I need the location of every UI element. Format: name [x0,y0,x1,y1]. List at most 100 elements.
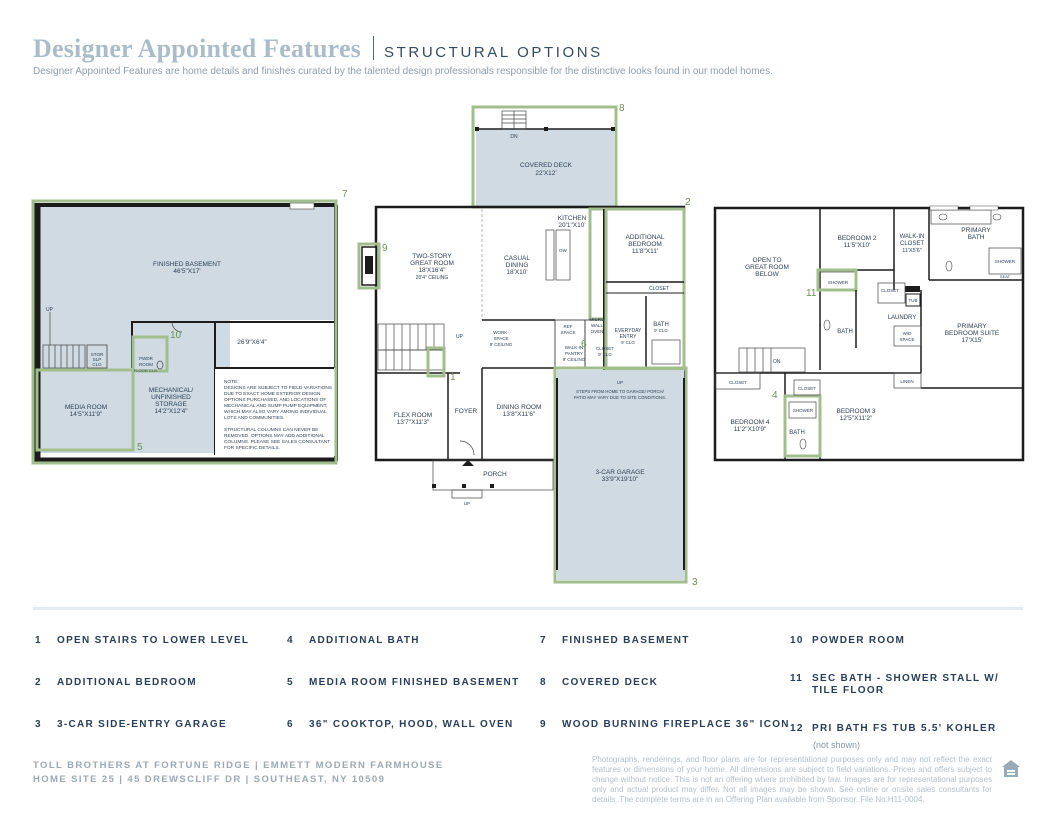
basement-window-icon [289,202,315,210]
wic-dim: 11'X5'6" [902,248,922,254]
highlight-finished-basement [31,199,338,465]
floor-plans: FINISHED BASEMENT 46'5"X17' 26'9"X6'4" M… [31,103,1025,588]
dw-label: DW [559,248,567,253]
flex-room-dim: 13'7"X11'3" [397,419,430,426]
wd-label-2: SPACE [900,337,915,342]
porch-post [432,484,436,488]
legend-num: 10 [790,635,804,646]
footer-community: TOLL BROTHERS AT FORTUNE RIDGE | EMMETT … [33,760,444,771]
tub-label: TUB [909,298,918,303]
garage-dim: 33'9"X19'10" [602,476,639,483]
fireplace-firebox [365,256,373,274]
second-floor-plan: OPEN TO GREAT ROOM BELOW BEDROOM 2 11'5"… [713,205,1025,462]
flex-room-label: FLEX ROOM [394,412,432,419]
page-subtitle: STRUCTURAL OPTIONS [384,44,603,61]
laundry-label: LAUNDRY [888,315,917,321]
legend-num: 6 [287,719,294,730]
note-line: FOR SPECIFIC DETAILS. [224,445,280,451]
kitchen-counter [555,229,571,281]
stor-label-2: SLP [93,357,102,362]
highlight-media-room [35,368,135,452]
covered-deck-fill [476,129,614,207]
bedroom2-dim: 11'5"X10' [844,242,871,249]
primary-bath-label-1: PRIMARY [961,227,991,234]
entry-arrow-icon [462,460,474,466]
legend-note: (not shown) [813,740,861,750]
note-line: NOTE: [224,379,239,385]
powder-toilet-icon [156,360,164,370]
marker-5: 5 [137,442,143,453]
legend-label: ADDITIONAL BEDROOM [57,677,197,688]
open-to-label-2: GREAT ROOM [745,264,789,271]
basement-note-area [215,368,335,456]
legend-label: COVERED DECK [562,677,659,688]
pantry-ceiling: 9' CEILING [563,357,586,362]
note-line: STRUCTURAL COLUMNS CAN NEVER BE [224,427,318,433]
great-room-ceiling: 20'4" CEILING [416,275,449,281]
closet-clg-label-2: 9' CLG [598,352,612,357]
bath-tub-icon [651,339,681,365]
bedroom4-dim: 11'2"X10'9" [734,426,767,433]
porch-outline [432,459,554,491]
legend-num: 3 [35,719,42,730]
everyday-entry-label-1: EVERYDAY [615,328,642,334]
marker-6: 6 [581,339,587,350]
legend-label: PRI BATH FS TUB 5.5' KOHLER [812,723,997,734]
wall-label: WALL [591,323,604,328]
bedroom4-label: BEDROOM 4 [730,419,769,426]
pwdr-label-1: PWDR [139,356,153,361]
kitchen-dim: 20'1"X10' [558,222,585,229]
closet-label: CLOSET [881,288,899,293]
porch-post [490,484,494,488]
ref-label-2: SPACE [561,330,576,335]
vanity-icon [930,209,992,225]
bedroom-closet-label: CLOSET [649,286,669,292]
sec-bath-label: BATH [837,329,853,335]
open-to-label-3: BELOW [755,271,779,278]
equal-housing-icon [1002,760,1020,777]
additional-bedroom-label-2: BEDROOM [628,241,662,248]
garage-up-label: UP [617,380,623,385]
deck-post [475,127,479,131]
stor-label-3: CLG [92,362,102,367]
stairs-up-label: UP [456,334,464,340]
deck-stairs [501,110,527,130]
bed4-closet-label: CLOSET [729,380,747,385]
basement-stairs [42,312,86,369]
deck-post [544,127,548,131]
bed3-closet-box [793,379,821,396]
porch-post [462,484,466,488]
highlight-sec-bath [816,268,858,292]
footer-address: HOME SITE 25 | 45 DREWSCLIFF DR | SOUTHE… [33,774,386,785]
sec-toilet-icon [823,319,831,331]
finished-basement-label: FINISHED BASEMENT [153,261,221,268]
everyday-entry-ceiling: 9' CLG [621,340,635,345]
work-space-ceiling: 9' CEILING [490,342,513,347]
add-bath-toilet-icon [799,438,807,450]
sink-icon [938,213,948,221]
pwdr-label-2: ROOM [139,362,153,367]
foyer-label: FOYER [455,408,478,415]
legend-num: 1 [35,635,42,646]
toilet-icon [945,260,953,272]
primary-shower-label: SHOWER [995,259,1016,264]
on-label: ON [773,359,781,365]
note-line: OPTIONS PURCHASED, AND LOCATIONS OF [224,397,326,403]
note-line: DUE TO EXACT HOME EXTERIOR DESIGN [224,391,321,397]
note-line: LOTS AND COMMUNITIES. [224,415,285,421]
marker-7: 7 [342,189,348,200]
sink-icon [992,213,1002,221]
add-bath-shower-label: SHOWER [793,408,814,413]
mech-dim: 14'2"X12'4" [154,408,188,415]
basement-wall-outer [33,203,336,465]
note-line: MECHANICAL AND SUMP PUMP EQUIPMENT, [224,403,327,409]
marker-2: 2 [685,197,691,208]
add-bath-shower-icon [788,401,817,419]
primary-bath-label-2: BATH [968,234,985,241]
intro-text: Designer Appointed Features are home det… [33,66,773,77]
basement-door-icon [171,321,183,333]
